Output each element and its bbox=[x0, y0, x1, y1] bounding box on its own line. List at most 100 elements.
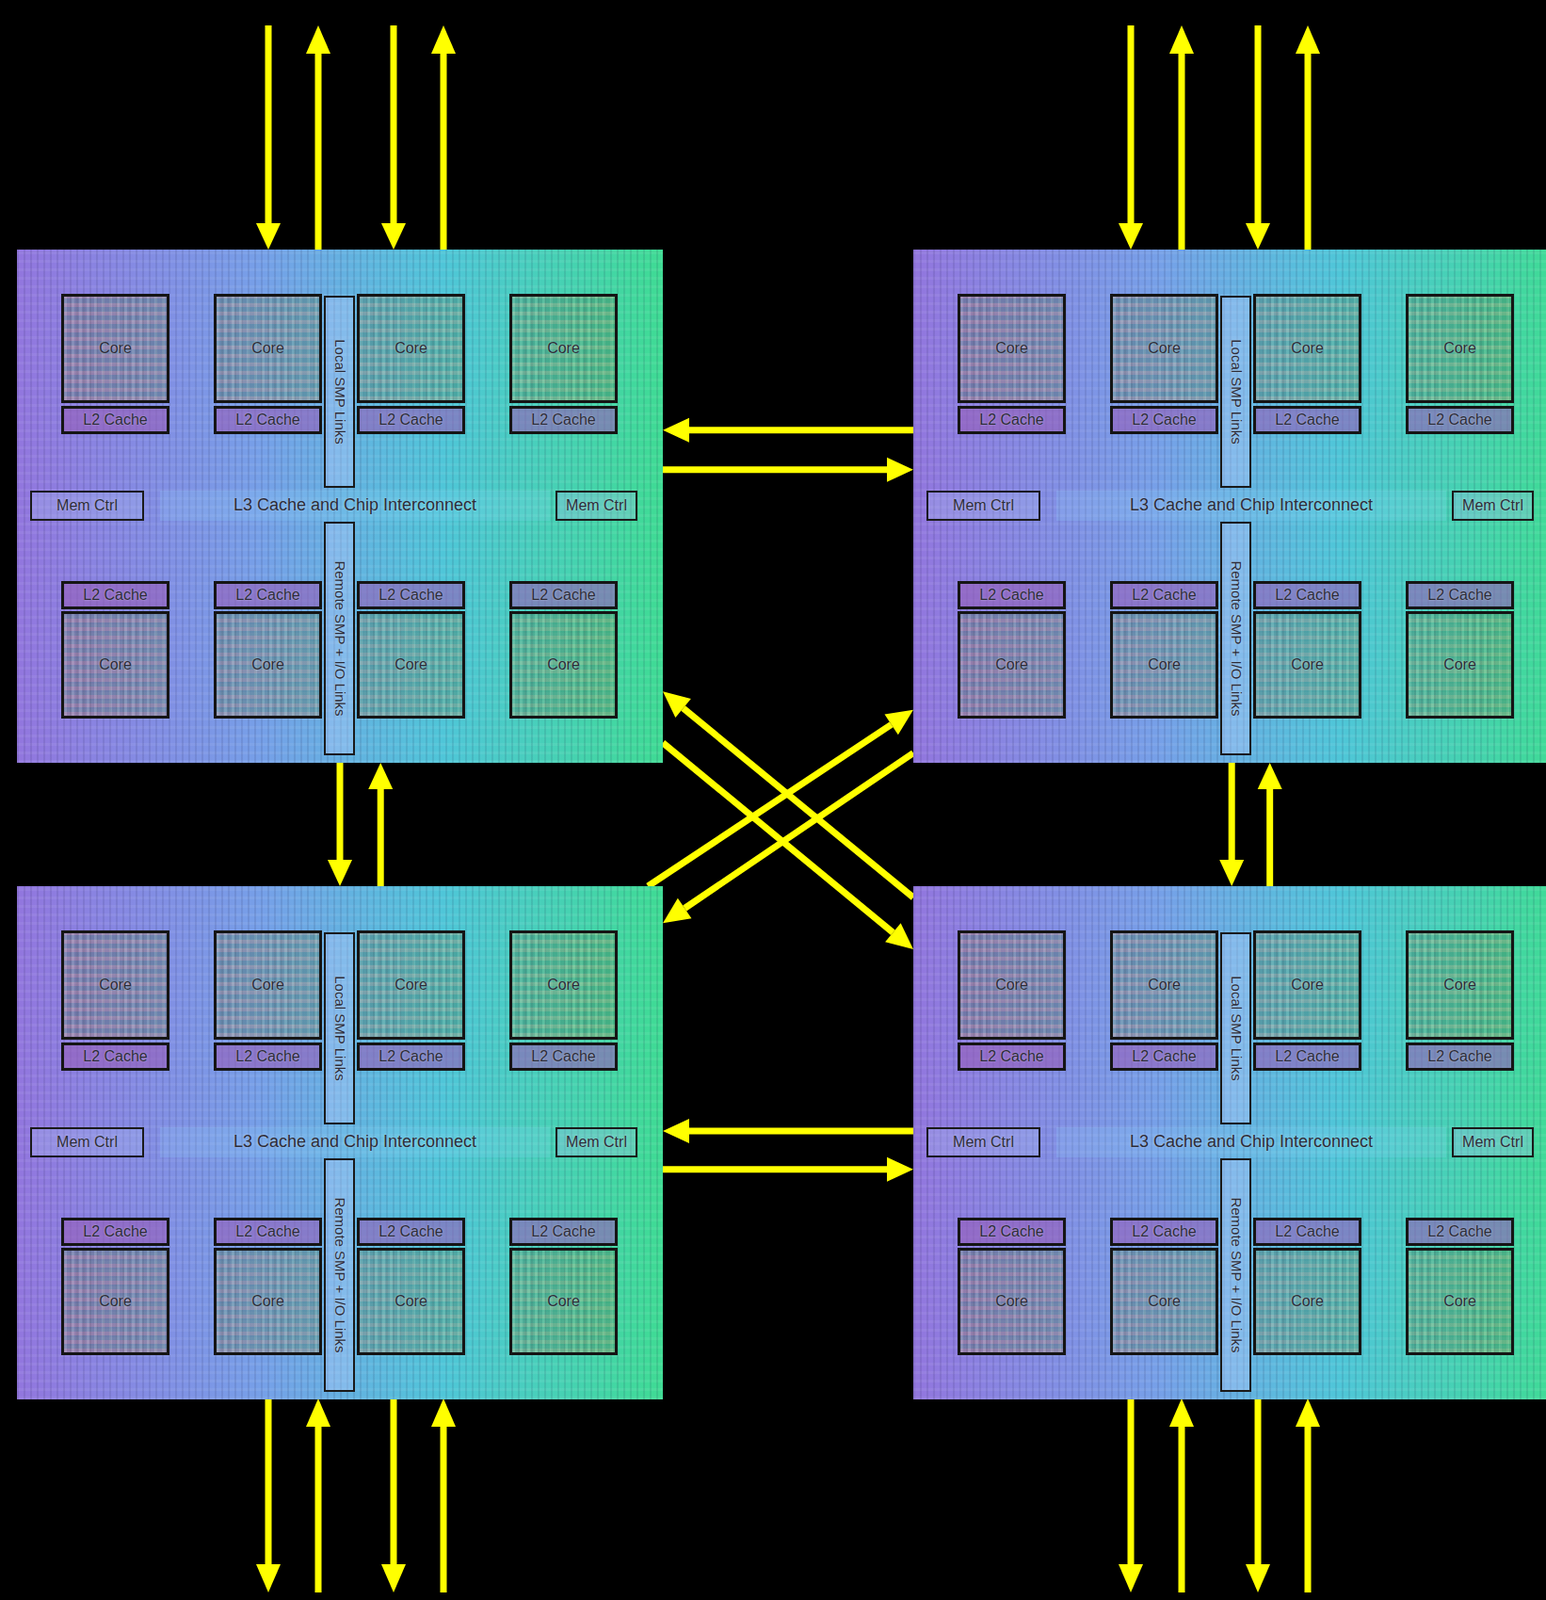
block-label: L2 Cache bbox=[979, 1223, 1045, 1241]
l2-cache-block: L2 Cache bbox=[356, 1217, 466, 1246]
block-label: L2 Cache bbox=[979, 411, 1045, 429]
block-label: Core bbox=[1147, 1292, 1181, 1310]
block-label: Mem Ctrl bbox=[1462, 497, 1524, 515]
block-label: Core bbox=[1443, 976, 1477, 994]
block-label: Mem Ctrl bbox=[565, 497, 628, 515]
block-label: Core bbox=[394, 656, 428, 674]
core-block: Core bbox=[356, 293, 466, 403]
l2-cache-block: L2 Cache bbox=[61, 580, 170, 610]
core-block: Core bbox=[1405, 930, 1514, 1040]
smp-link-bar: Local SMP Links bbox=[1220, 295, 1252, 488]
block-label: L2 Cache bbox=[531, 411, 596, 429]
block-label: Core bbox=[98, 339, 132, 357]
core-block: Core bbox=[957, 1247, 1066, 1355]
block-label: Core bbox=[1290, 1292, 1324, 1310]
l2-cache-block: L2 Cache bbox=[509, 580, 618, 610]
block-label: L2 Cache bbox=[82, 411, 148, 429]
processor-chip: CoreCoreCoreCoreL2 CacheL2 CacheL2 Cache… bbox=[16, 249, 663, 763]
block-label: L2 Cache bbox=[1274, 1047, 1340, 1065]
block-label: Core bbox=[1290, 339, 1324, 357]
core-block: Core bbox=[509, 611, 618, 719]
core-block: Core bbox=[957, 611, 1066, 719]
interconnect-band: L3 Cache and Chip Interconnect bbox=[1056, 1127, 1447, 1158]
processor-chip: CoreCoreCoreCoreL2 CacheL2 CacheL2 Cache… bbox=[913, 885, 1546, 1400]
interconnect-band: L3 Cache and Chip Interconnect bbox=[1056, 490, 1447, 521]
block-label: Core bbox=[251, 976, 285, 994]
smp-link-bar: Remote SMP + I/O Links bbox=[323, 1158, 355, 1392]
block-label: L2 Cache bbox=[531, 1223, 596, 1241]
block-label: Core bbox=[547, 339, 580, 357]
block-label: Remote SMP + I/O Links bbox=[1227, 560, 1244, 716]
core-block: Core bbox=[1110, 1247, 1219, 1355]
block-label: Remote SMP + I/O Links bbox=[331, 560, 348, 716]
block-label: Core bbox=[1443, 339, 1477, 357]
block-label: Local SMP Links bbox=[331, 975, 348, 1080]
block-label: L2 Cache bbox=[1274, 1223, 1340, 1241]
block-label: Core bbox=[394, 339, 428, 357]
block-label: L2 Cache bbox=[1427, 1223, 1493, 1241]
memory-controller: Mem Ctrl bbox=[1451, 490, 1534, 521]
processor-chip: CoreCoreCoreCoreL2 CacheL2 CacheL2 Cache… bbox=[16, 885, 663, 1400]
block-label: L2 Cache bbox=[1274, 411, 1340, 429]
core-block: Core bbox=[356, 930, 466, 1040]
block-label: Core bbox=[98, 656, 132, 674]
block-label: L2 Cache bbox=[1131, 1223, 1197, 1241]
l2-cache-block: L2 Cache bbox=[1110, 580, 1219, 610]
core-block: Core bbox=[213, 293, 323, 403]
memory-controller: Mem Ctrl bbox=[1451, 1127, 1534, 1158]
l2-cache-block: L2 Cache bbox=[509, 405, 618, 435]
core-block: Core bbox=[957, 293, 1066, 403]
link-arrow bbox=[662, 1157, 914, 1182]
link-arrow bbox=[662, 418, 914, 443]
l2-cache-block: L2 Cache bbox=[957, 405, 1066, 435]
link-arrow bbox=[327, 762, 353, 886]
block-label: L2 Cache bbox=[979, 586, 1045, 604]
block-label: L2 Cache bbox=[1131, 1047, 1197, 1065]
core-block: Core bbox=[1405, 1247, 1514, 1355]
block-label: Core bbox=[995, 1292, 1029, 1310]
l2-cache-block: L2 Cache bbox=[509, 1042, 618, 1071]
block-label: Remote SMP + I/O Links bbox=[331, 1196, 348, 1353]
memory-controller: Mem Ctrl bbox=[555, 490, 638, 521]
l2-cache-block: L2 Cache bbox=[1253, 580, 1362, 610]
core-block: Core bbox=[213, 1247, 323, 1355]
block-label: Core bbox=[251, 656, 285, 674]
memory-controller: Mem Ctrl bbox=[30, 1127, 145, 1158]
core-block: Core bbox=[1405, 611, 1514, 719]
block-label: L2 Cache bbox=[1131, 586, 1197, 604]
core-block: Core bbox=[1253, 611, 1362, 719]
block-label: L3 Cache and Chip Interconnect bbox=[233, 1132, 477, 1152]
block-label: Core bbox=[394, 976, 428, 994]
core-block: Core bbox=[61, 1247, 170, 1355]
l2-cache-block: L2 Cache bbox=[1405, 405, 1514, 435]
block-label: Mem Ctrl bbox=[56, 1133, 118, 1151]
block-label: L2 Cache bbox=[378, 411, 444, 429]
block-label: L2 Cache bbox=[1427, 411, 1493, 429]
block-label: L2 Cache bbox=[235, 411, 301, 429]
block-label: Mem Ctrl bbox=[952, 1133, 1015, 1151]
block-label: L2 Cache bbox=[1274, 586, 1340, 604]
core-block: Core bbox=[1110, 930, 1219, 1040]
l2-cache-block: L2 Cache bbox=[1405, 580, 1514, 610]
l2-cache-block: L2 Cache bbox=[1253, 405, 1362, 435]
block-label: Mem Ctrl bbox=[565, 1133, 628, 1151]
memory-controller: Mem Ctrl bbox=[30, 490, 145, 521]
block-label: Core bbox=[98, 976, 132, 994]
block-label: Core bbox=[995, 976, 1029, 994]
block-label: Core bbox=[995, 656, 1029, 674]
smp-link-bar: Local SMP Links bbox=[323, 932, 355, 1125]
core-block: Core bbox=[61, 930, 170, 1040]
block-label: L2 Cache bbox=[1131, 411, 1197, 429]
block-label: L2 Cache bbox=[378, 1223, 444, 1241]
block-label: Local SMP Links bbox=[331, 338, 348, 444]
core-block: Core bbox=[213, 930, 323, 1040]
link-arrow bbox=[1257, 762, 1283, 886]
l2-cache-block: L2 Cache bbox=[356, 580, 466, 610]
link-arrow bbox=[662, 742, 914, 950]
block-label: L2 Cache bbox=[378, 1047, 444, 1065]
l2-cache-block: L2 Cache bbox=[957, 1042, 1066, 1071]
l2-cache-block: L2 Cache bbox=[213, 1217, 323, 1246]
smp-link-bar: Local SMP Links bbox=[1220, 932, 1252, 1125]
block-label: L2 Cache bbox=[378, 586, 444, 604]
